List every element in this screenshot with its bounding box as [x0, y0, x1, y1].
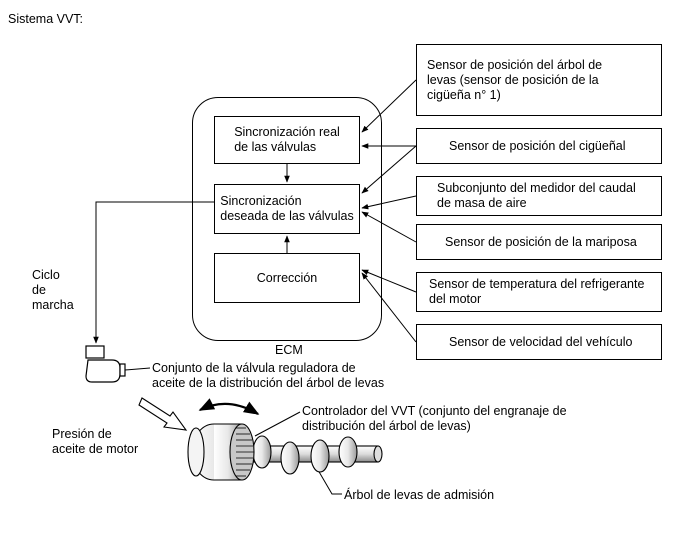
- arrow-throttle-sensor: [361, 211, 417, 243]
- throttle-position-sensor-box: Sensor de posición de la mariposa: [416, 224, 662, 260]
- ecm-unit: [192, 97, 382, 341]
- crankshaft-position-sensor-text: Sensor de posición del cigüeñal: [449, 138, 626, 153]
- throttle-position-sensor-text: Sensor de posición de la mariposa: [445, 234, 637, 249]
- diagram-title: Sistema VVT:: [8, 12, 84, 26]
- ocv-label: Conjunto de la válvula reguladora de ace…: [152, 361, 385, 390]
- duty-cycle-signal-line: [93, 201, 214, 344]
- arrow-camshaft-sensor: [361, 79, 417, 133]
- target-valve-timing-block: Sincronización deseada de las válvulas: [214, 184, 360, 234]
- camshaft-position-sensor-text: Sensor de posición del árbol de levas (s…: [427, 57, 603, 102]
- vvt-controller-leader: [254, 411, 301, 437]
- arrow-speed-sensor: [361, 272, 417, 343]
- camshaft-illustration: [187, 423, 383, 481]
- mass-air-flow-meter-text: Subconjunto del medidor del caudal de ma…: [437, 181, 636, 210]
- crankshaft-position-sensor-box: Sensor de posición del cigüeñal: [416, 128, 662, 164]
- intake-camshaft-label: Árbol de levas de admisión: [344, 488, 495, 502]
- actual-valve-timing-block: Sincronización real de las válvulas: [214, 116, 360, 164]
- arrow-maf-meter: [361, 195, 417, 210]
- arrow-crankshaft-sensor-target: [361, 145, 417, 194]
- ocv-leader: [124, 367, 151, 371]
- duty-cycle-label: Ciclo de marcha: [32, 268, 74, 312]
- ecm-label: ECM: [275, 343, 303, 357]
- correction-block: Corrección: [214, 253, 360, 303]
- mass-air-flow-meter-box: Subconjunto del medidor del caudal de ma…: [416, 176, 662, 216]
- coolant-temperature-sensor-box: Sensor de temperatura del refrigerante d…: [416, 272, 662, 312]
- vehicle-speed-sensor-text: Sensor de velocidad del vehículo: [449, 334, 633, 349]
- rotation-arrow: [198, 398, 260, 415]
- vehicle-speed-sensor-box: Sensor de velocidad del vehículo: [416, 324, 662, 360]
- vvt-controller-label: Controlador del VVT (conjunto del engran…: [302, 404, 567, 433]
- oil-pressure-arrow: [138, 397, 188, 431]
- coolant-temperature-sensor-text: Sensor de temperatura del refrigerante d…: [429, 277, 645, 306]
- actual-valve-timing-text: Sincronización real de las válvulas: [234, 125, 340, 154]
- camshaft-leader: [317, 469, 342, 495]
- oil-control-valve-illustration: [85, 345, 126, 383]
- oil-pressure-label: Presión de aceite de motor: [52, 427, 139, 456]
- camshaft-position-sensor-box: Sensor de posición del árbol de levas (s…: [416, 44, 662, 116]
- correction-text: Corrección: [256, 270, 318, 285]
- target-valve-timing-text: Sincronización deseada de las válvulas: [220, 194, 354, 223]
- arrow-coolant-sensor: [361, 269, 417, 293]
